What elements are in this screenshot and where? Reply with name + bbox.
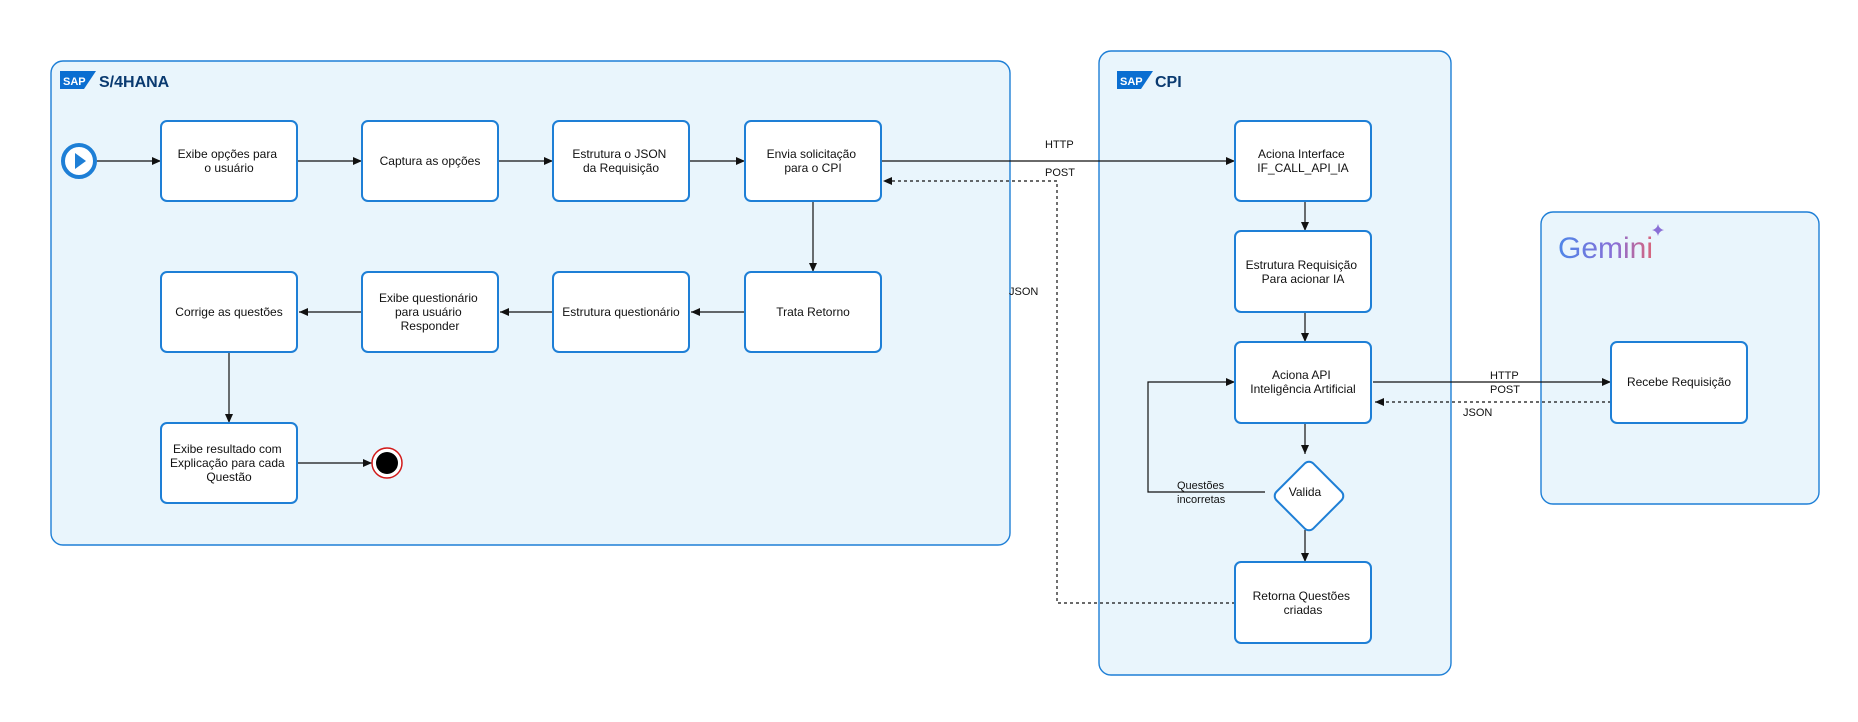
sap-logo: SAP (1117, 71, 1153, 89)
svg-text:Estrutura Requisição Par: Estrutura Requisição Para acionar IA (1246, 258, 1361, 286)
task-estrutura-requisicao: Estrutura Requisição Para acionar IA (1234, 230, 1372, 313)
svg-text:Exibe questionário para: Exibe questionário para usuário Responde… (379, 291, 481, 333)
task-envia-solicitacao: Envia solicitação para o CPI (744, 120, 882, 202)
pool-title-s4hana: S/4HANA (99, 74, 170, 91)
edge-label-incorrect-questions: incorretas (1177, 494, 1226, 506)
task-corrige-questoes: Corrige as questões (160, 271, 298, 353)
svg-text:SAP: SAP (1120, 76, 1143, 88)
svg-text:Corrige as questões: Corrige as questões (175, 305, 282, 319)
edge-label-incorrect-questions: Questões (1177, 480, 1225, 492)
task-exibe-resultado: Exibe resultado com Explicação para cada… (160, 422, 298, 504)
svg-text:Recebe Requisição: Recebe Requisição (1627, 375, 1731, 389)
svg-text:SAP: SAP (63, 76, 86, 88)
end-event-icon (371, 447, 403, 479)
task-exibe-opcoes: Exibe opções para o usuário (160, 120, 298, 202)
play-circle-icon (61, 143, 97, 179)
svg-text:Estrutura questionário: Estrutura questionário (562, 305, 680, 319)
svg-text:Envia solicitação para o: Envia solicitação para o CPI (767, 147, 860, 175)
svg-text:Estrutura o JSON da Requ: Estrutura o JSON da Requisição (572, 147, 669, 175)
edges (97, 157, 1611, 562)
edge-label-http: HTTP (1045, 139, 1074, 151)
svg-text:Valida: Valida (1289, 485, 1322, 499)
sparkle-icon (1652, 224, 1664, 236)
gateway-valida: Valida (1273, 460, 1345, 532)
task-estrutura-questionario: Estrutura questionário (552, 271, 690, 353)
svg-text:Aciona API Inteligência: Aciona API Inteligência Artificial (1250, 368, 1355, 396)
dashed-edges (883, 177, 1611, 604)
svg-text:Trata Retorno: Trata Retorno (776, 305, 850, 319)
svg-text:Aciona Interface IF_CALL: Aciona Interface IF_CALL_API_IA (1257, 147, 1348, 175)
edge-label-json: JSON (1463, 407, 1492, 419)
sap-logo: SAP (60, 71, 96, 89)
task-estrutura-json: Estrutura o JSON da Requisição (552, 120, 690, 202)
task-captura-opcoes: Captura as opções (361, 120, 499, 202)
task-exibe-questionario: Exibe questionário para usuário Responde… (361, 271, 499, 353)
edge-label-post: POST (1490, 384, 1520, 396)
edge-label-json: JSON (1009, 286, 1038, 298)
gemini-logo: Gemini (1558, 232, 1653, 265)
task-trata-retorno: Trata Retorno (744, 271, 882, 353)
svg-text:Exibe opções para o usuá: Exibe opções para o usuário (178, 147, 281, 175)
pool-title-cpi: CPI (1155, 74, 1182, 91)
task-aciona-interface: Aciona Interface IF_CALL_API_IA (1234, 120, 1372, 202)
svg-text:Captura as opções: Captura as opções (380, 154, 481, 168)
task-aciona-api: Aciona API Inteligência Artificial (1234, 341, 1372, 424)
task-retorna-questoes: Retorna Questões criadas (1234, 561, 1372, 644)
svg-text:Exibe resultado com Expl: Exibe resultado com Explicação para cada… (170, 442, 288, 484)
edge-label-post: POST (1045, 167, 1075, 179)
task-recebe-requisicao: Recebe Requisição (1610, 341, 1748, 424)
edge-label-http: HTTP (1490, 370, 1519, 382)
svg-text:Retorna Questões criadas: Retorna Questões criadas (1253, 589, 1354, 617)
